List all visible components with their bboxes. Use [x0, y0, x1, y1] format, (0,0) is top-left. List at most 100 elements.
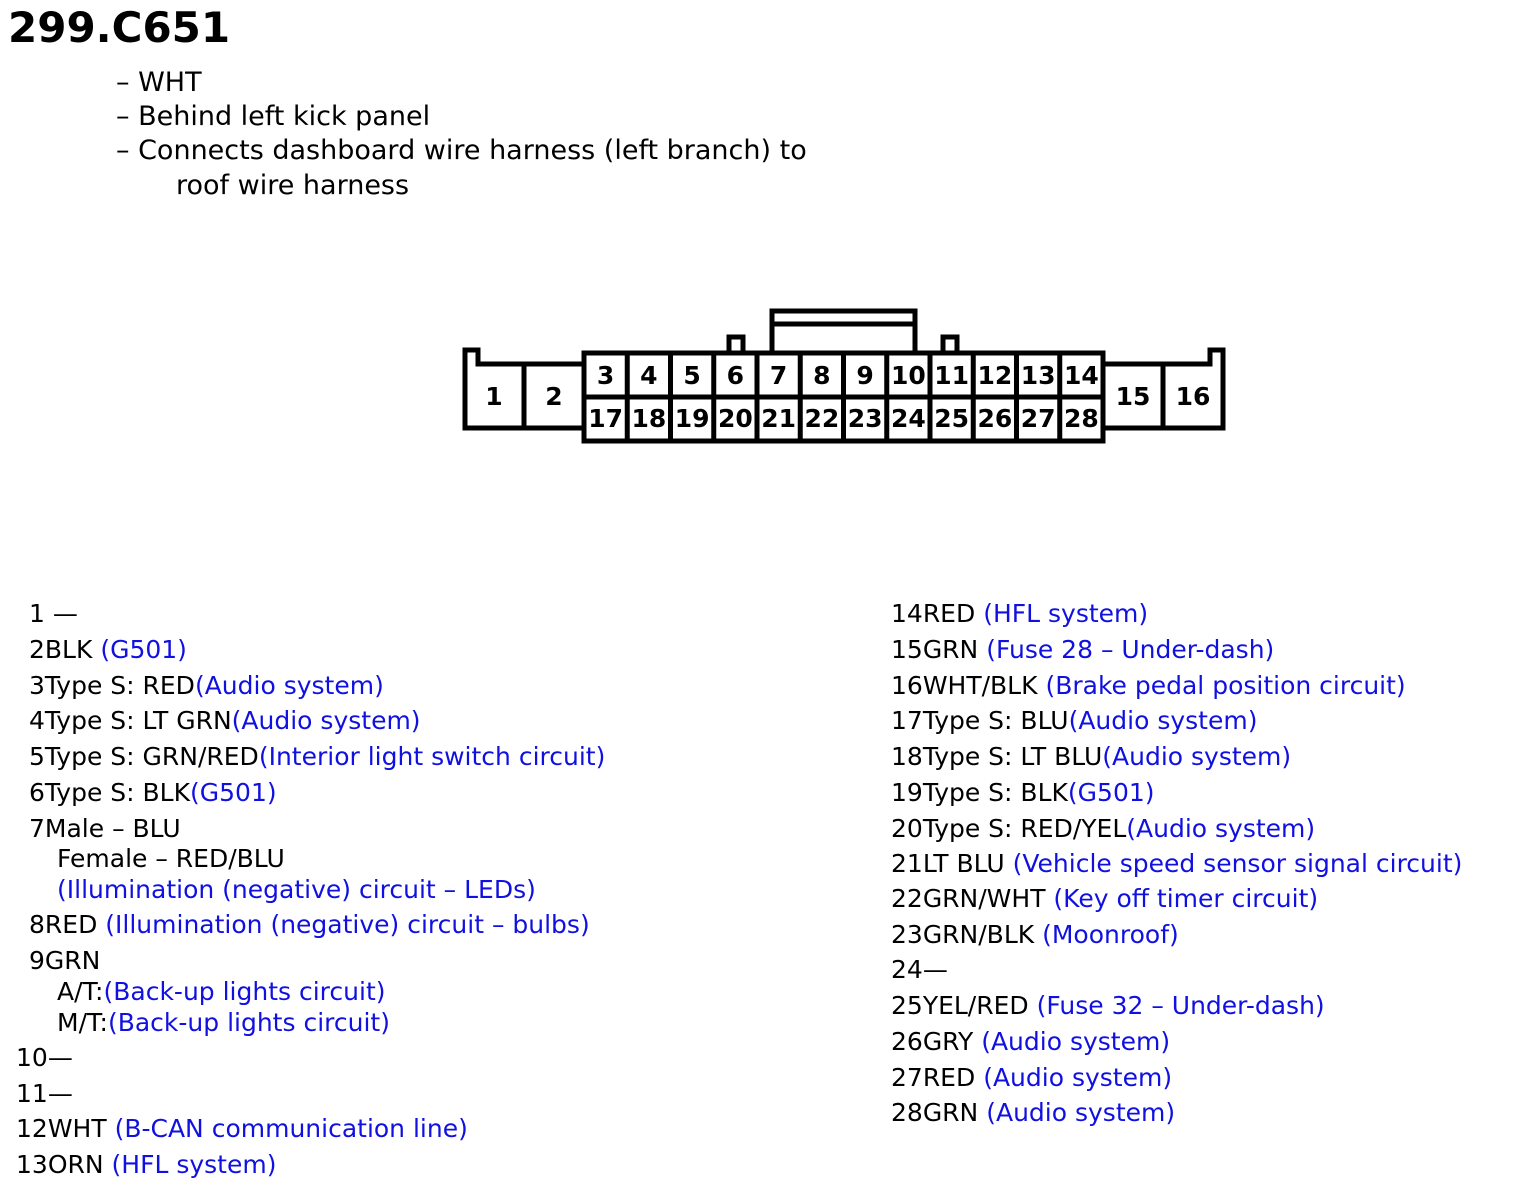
pin-number: 17	[891, 706, 923, 735]
pin-row-26: 26GRY (Audio system)	[891, 1026, 1170, 1058]
wire-color: Type S: LT BLU	[922, 742, 1103, 771]
pin-number: 5	[29, 742, 45, 771]
wire-color: Type S: GRN/RED	[44, 742, 259, 771]
pin-row-24: 24—	[891, 954, 948, 986]
pin-row-25: 25YEL/RED (Fuse 32 – Under-dash)	[891, 990, 1325, 1022]
circuit-description: (Audio system)	[981, 1027, 1171, 1056]
wire-color: Type S: BLK	[922, 778, 1068, 807]
wire-color: BLK	[44, 635, 101, 664]
circuit-description: (Audio system)	[1126, 814, 1316, 843]
pin-number: 11	[16, 1079, 48, 1108]
info-color: – WHT	[116, 67, 202, 98]
pin-row-27: 27RED (Audio system)	[891, 1062, 1172, 1094]
pin-label-18: 18	[631, 404, 666, 433]
pin-row-7: 7Male – BLU	[29, 813, 181, 845]
circuit-description: (G501)	[1067, 778, 1155, 807]
circuit-description: (Interior light switch circuit)	[258, 742, 606, 771]
pin-label-17: 17	[588, 404, 623, 433]
pin-number: 22	[891, 884, 923, 913]
wire-color: Type S: RED/YEL	[922, 814, 1127, 843]
info-location: – Behind left kick panel	[116, 101, 431, 132]
wire-color: M/T:	[57, 1008, 108, 1037]
pin-number: 13	[16, 1150, 48, 1179]
pin-row-4: 4Type S: LT GRN(Audio system)	[29, 705, 421, 737]
pin-label-23: 23	[848, 404, 883, 433]
pin-row-22: 22GRN/WHT (Key off timer circuit)	[891, 883, 1318, 915]
circuit-description: (Vehicle speed sensor signal circuit)	[1012, 849, 1463, 878]
pin-row-2: 2BLK (G501)	[29, 634, 187, 666]
pin-row-5: 5Type S: GRN/RED(Interior light switch c…	[29, 741, 605, 773]
circuit-description: (B-CAN communication line)	[114, 1114, 468, 1143]
wire-color: Type S: LT GRN	[44, 706, 232, 735]
pin-number: 1	[29, 599, 45, 628]
pin-number: 25	[891, 991, 923, 1020]
pin-label-14: 14	[1064, 361, 1099, 390]
pin-row-15: 15GRN (Fuse 28 – Under-dash)	[891, 634, 1274, 666]
pin-row-detail: (Illumination (negative) circuit – LEDs)	[57, 874, 536, 906]
pin-number: 27	[891, 1063, 923, 1092]
pin-number: 20	[891, 814, 923, 843]
pin-label-16: 16	[1176, 382, 1211, 411]
circuit-description: (Fuse 32 – Under-dash)	[1036, 991, 1325, 1020]
pin-row-12: 12WHT (B-CAN communication line)	[16, 1113, 468, 1145]
pin-label-11: 11	[934, 361, 969, 390]
wire-color: RED	[922, 1063, 984, 1092]
pin-number: 10	[16, 1043, 48, 1072]
wire-color: GRN/WHT	[922, 884, 1054, 913]
circuit-description: (Brake pedal position circuit)	[1045, 671, 1406, 700]
pin-row-detail: Female – RED/BLU	[57, 843, 285, 875]
wire-color: GRY	[922, 1027, 982, 1056]
pin-number: 16	[891, 671, 923, 700]
pin-row-21: 21LT BLU (Vehicle speed sensor signal ci…	[891, 848, 1462, 880]
pin-row-11: 11—	[16, 1078, 73, 1110]
pin-label-1: 1	[485, 382, 502, 411]
wire-color: Female – RED/BLU	[57, 844, 285, 873]
circuit-description: (Audio system)	[1068, 706, 1258, 735]
pin-row-13: 13ORN (HFL system)	[16, 1149, 276, 1181]
wire-color: LT BLU	[922, 849, 1013, 878]
pin-label-21: 21	[761, 404, 796, 433]
pin-label-28: 28	[1064, 404, 1099, 433]
wire-color: GRN/BLK	[922, 920, 1043, 949]
pin-number: 7	[29, 814, 45, 843]
wire-color: Male – BLU	[44, 814, 181, 843]
circuit-description: (Moonroof)	[1042, 920, 1179, 949]
circuit-description: (Back-up lights circuit)	[103, 977, 386, 1006]
wire-color: WHT/BLK	[922, 671, 1046, 700]
pin-label-25: 25	[934, 404, 969, 433]
pin-row-9: 9GRN	[29, 945, 100, 977]
pin-label-8: 8	[813, 361, 830, 390]
pin-row-8: 8RED (Illumination (negative) circuit – …	[29, 909, 590, 941]
info-connects-cont: roof wire harness	[176, 170, 410, 201]
wire-color: Type S: BLU	[922, 706, 1069, 735]
pin-label-9: 9	[856, 361, 873, 390]
pin-label-7: 7	[770, 361, 787, 390]
pin-row-18: 18Type S: LT BLU(Audio system)	[891, 741, 1291, 773]
pin-label-2: 2	[545, 382, 562, 411]
circuit-description: (Illumination (negative) circuit – LEDs)	[57, 875, 536, 904]
pin-row-detail: M/T:(Back-up lights circuit)	[57, 1007, 390, 1039]
circuit-description: (Audio system)	[194, 671, 384, 700]
pin-label-12: 12	[977, 361, 1012, 390]
wire-color: —	[44, 599, 78, 628]
pin-number: 26	[891, 1027, 923, 1056]
pin-row-19: 19Type S: BLK(G501)	[891, 777, 1155, 809]
pin-row-20: 20Type S: RED/YEL(Audio system)	[891, 813, 1315, 845]
circuit-description: (Audio system)	[1102, 742, 1292, 771]
pin-number: 8	[29, 910, 45, 939]
wire-color: RED	[44, 910, 106, 939]
pin-row-3: 3Type S: RED(Audio system)	[29, 670, 384, 702]
wire-color: RED	[922, 599, 984, 628]
wire-color: GRN	[44, 946, 101, 975]
wire-color: GRN	[922, 635, 987, 664]
circuit-description: (Audio system)	[231, 706, 421, 735]
pin-label-6: 6	[727, 361, 744, 390]
pin-number: 12	[16, 1114, 48, 1143]
circuit-description: (HFL system)	[983, 599, 1149, 628]
pin-label-22: 22	[804, 404, 839, 433]
pin-row-1: 1 —	[29, 598, 78, 630]
pin-label-15: 15	[1116, 382, 1151, 411]
pin-number: 9	[29, 946, 45, 975]
pin-row-28: 28GRN (Audio system)	[891, 1097, 1175, 1129]
